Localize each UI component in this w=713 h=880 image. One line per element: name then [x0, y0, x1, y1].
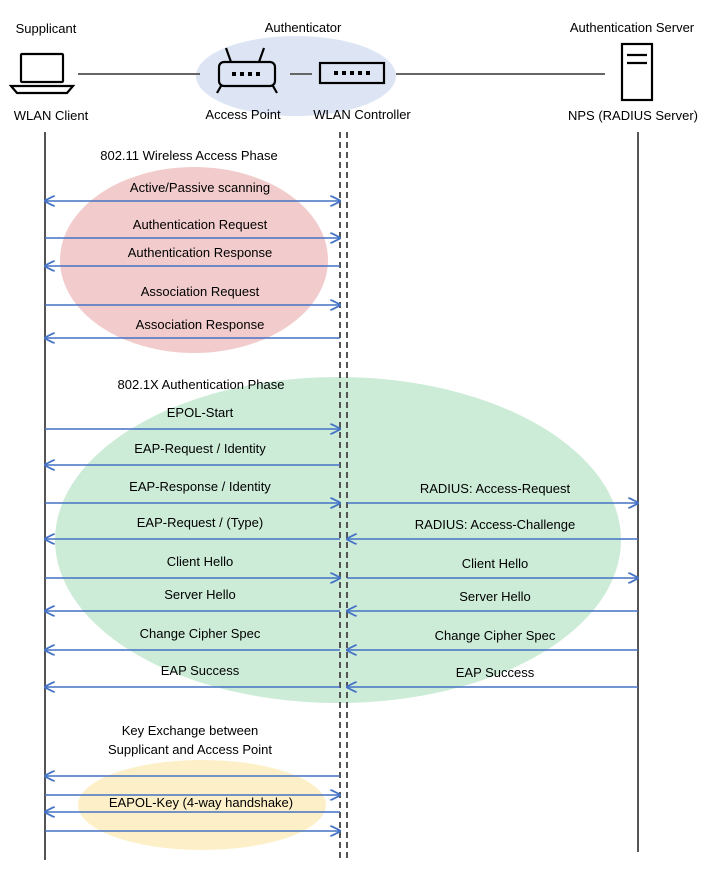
supplicant-name-label: WLAN Client — [14, 108, 89, 123]
wireless-phase-background — [60, 167, 328, 353]
dot1x-message-label: Change Cipher Spec — [140, 626, 261, 641]
authenticator-role-label: Authenticator — [265, 20, 342, 35]
dot1x-message-label: EAP-Response / Identity — [129, 479, 271, 494]
key-exchange-phase-background — [78, 760, 326, 850]
wireless-phase-title: 802.11 Wireless Access Phase — [100, 148, 278, 163]
wireless-router-icon — [216, 47, 278, 94]
server-name-label: NPS (RADIUS Server) — [568, 108, 698, 123]
radius-message-label: RADIUS: Access-Challenge — [415, 517, 575, 532]
dot1x-phase-background — [55, 377, 621, 703]
dot1x-phase-title: 802.1X Authentication Phase — [118, 377, 285, 392]
access-point-name-label: Access Point — [205, 107, 281, 122]
router-port-dots — [232, 72, 260, 76]
supplicant-role-label: Supplicant — [16, 21, 77, 36]
radius-message-label: RADIUS: Access-Request — [420, 481, 571, 496]
laptop-icon — [8, 52, 76, 95]
wireless-message-label: Authentication Response — [128, 245, 273, 260]
wireless-message-label: Authentication Request — [133, 217, 268, 232]
wireless-message-label: Association Request — [141, 284, 260, 299]
wireless-message-label: Active/Passive scanning — [130, 180, 270, 195]
server-tower-icon — [620, 42, 654, 102]
radius-message-label: Client Hello — [462, 556, 528, 571]
dot1x-message-label: EAP Success — [161, 663, 240, 678]
dot1x-message-label: Server Hello — [164, 587, 236, 602]
authenticator-group-background — [196, 36, 396, 116]
key-exchange-title-line2: Supplicant and Access Point — [108, 742, 272, 757]
server-role-label: Authentication Server — [570, 20, 695, 35]
dot1x-message-label: Client Hello — [167, 554, 233, 569]
radius-message-label: EAP Success — [456, 665, 535, 680]
dot1x-message-label: EAP-Request / (Type) — [137, 515, 263, 530]
dot1x-message-label: EPOL-Start — [167, 405, 234, 420]
radius-message-label: Change Cipher Spec — [435, 628, 556, 643]
radius-message-label: Server Hello — [459, 589, 531, 604]
wireless-message-label: Association Response — [136, 317, 265, 332]
key-exchange-title-line1: Key Exchange between — [122, 723, 259, 738]
key-exchange-label: EAPOL-Key (4-way handshake) — [109, 795, 293, 810]
controller-name-label: WLAN Controller — [313, 107, 411, 122]
switch-icon — [318, 61, 386, 85]
dot1x-message-label: EAP-Request / Identity — [134, 441, 266, 456]
